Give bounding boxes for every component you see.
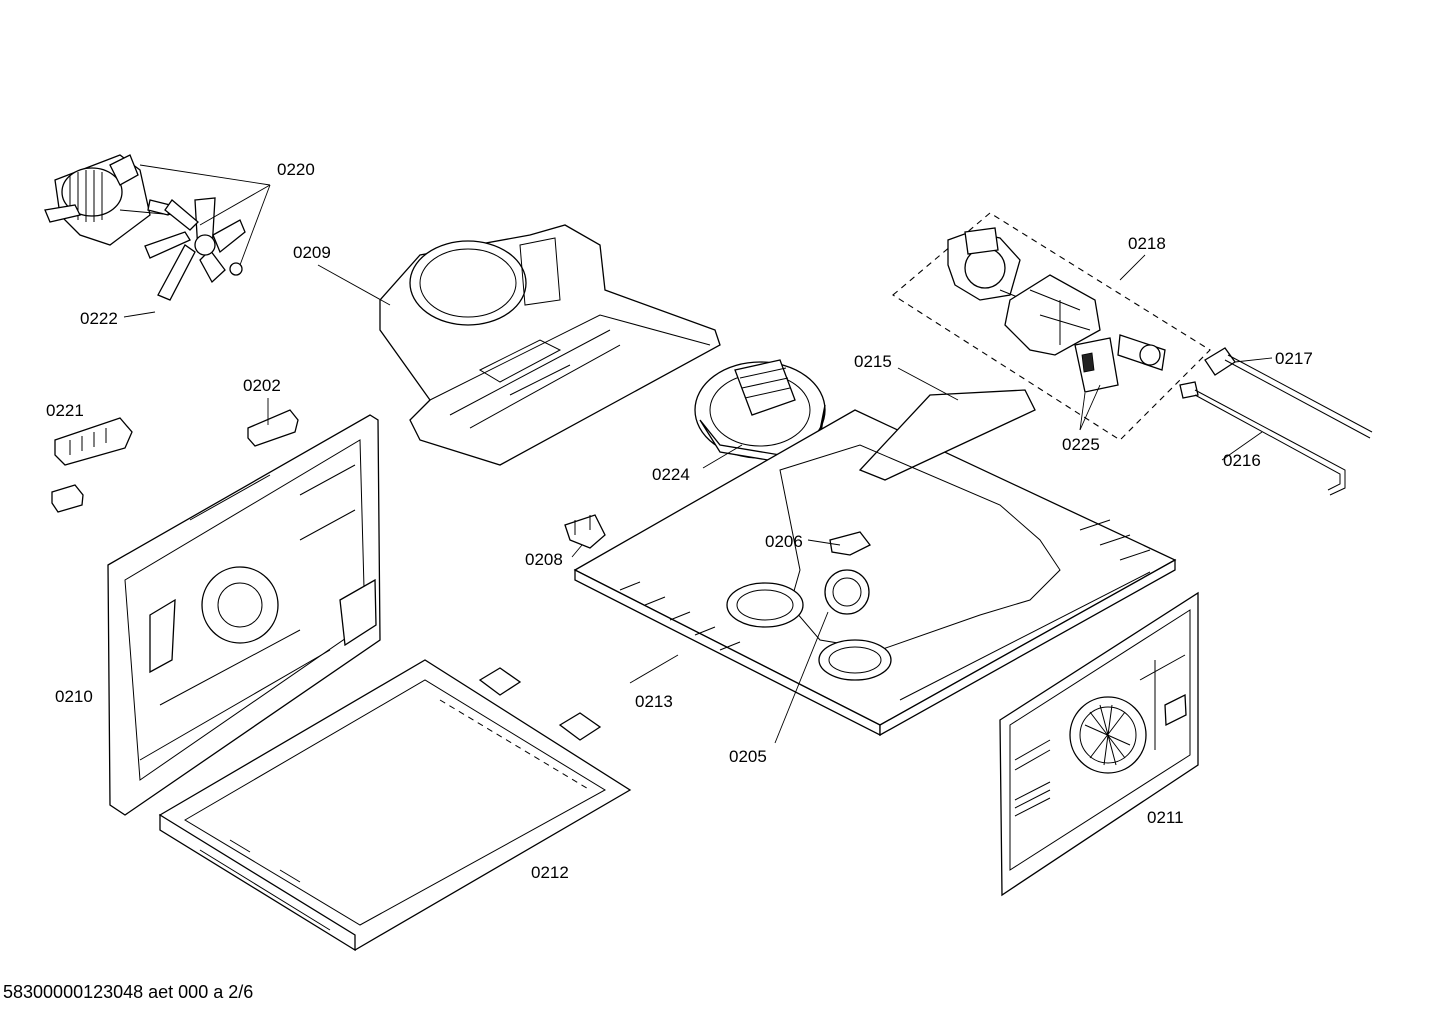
callout-0206: 0206 xyxy=(765,532,803,551)
callout-0217: 0217 xyxy=(1275,349,1313,368)
fan-motor-part xyxy=(44,154,176,246)
ceiling-plate-part xyxy=(573,389,1177,737)
back-panel-part xyxy=(999,591,1199,897)
callout-labels: 0220 0222 0209 0218 0215 0217 0225 0216 … xyxy=(46,160,1313,882)
callout-0218: 0218 xyxy=(1128,234,1166,253)
callout-0222: 0222 xyxy=(80,309,118,328)
document-footer-code: 58300000123048 aet 000 a 2/6 xyxy=(3,982,253,1002)
callout-0210: 0210 xyxy=(55,687,93,706)
callout-0212: 0212 xyxy=(531,863,569,882)
connector-part xyxy=(247,409,299,447)
leader-lines xyxy=(123,164,1273,744)
probe-rod-part xyxy=(1179,381,1346,496)
bottom-panel-part xyxy=(158,659,632,952)
callout-0221: 0221 xyxy=(46,401,84,420)
callout-0225: 0225 xyxy=(1062,435,1100,454)
terminal-block-part xyxy=(51,417,133,513)
fan-blade-part xyxy=(144,197,246,301)
callout-0211: 0211 xyxy=(1147,808,1184,827)
callout-0208: 0208 xyxy=(525,550,563,569)
callout-0205: 0205 xyxy=(729,747,767,766)
callout-0224: 0224 xyxy=(652,465,690,484)
callout-0202: 0202 xyxy=(243,376,281,395)
side-panel-part xyxy=(107,414,381,816)
callout-0220: 0220 xyxy=(277,160,315,179)
air-duct-part xyxy=(379,224,721,466)
callout-0209: 0209 xyxy=(293,243,331,262)
thermostat-part xyxy=(564,514,606,549)
callout-0213: 0213 xyxy=(635,692,673,711)
sensor-rod-part xyxy=(1204,347,1373,439)
callout-0215: 0215 xyxy=(854,352,892,371)
control-group-box xyxy=(892,212,1211,441)
callout-0216: 0216 xyxy=(1223,451,1261,470)
